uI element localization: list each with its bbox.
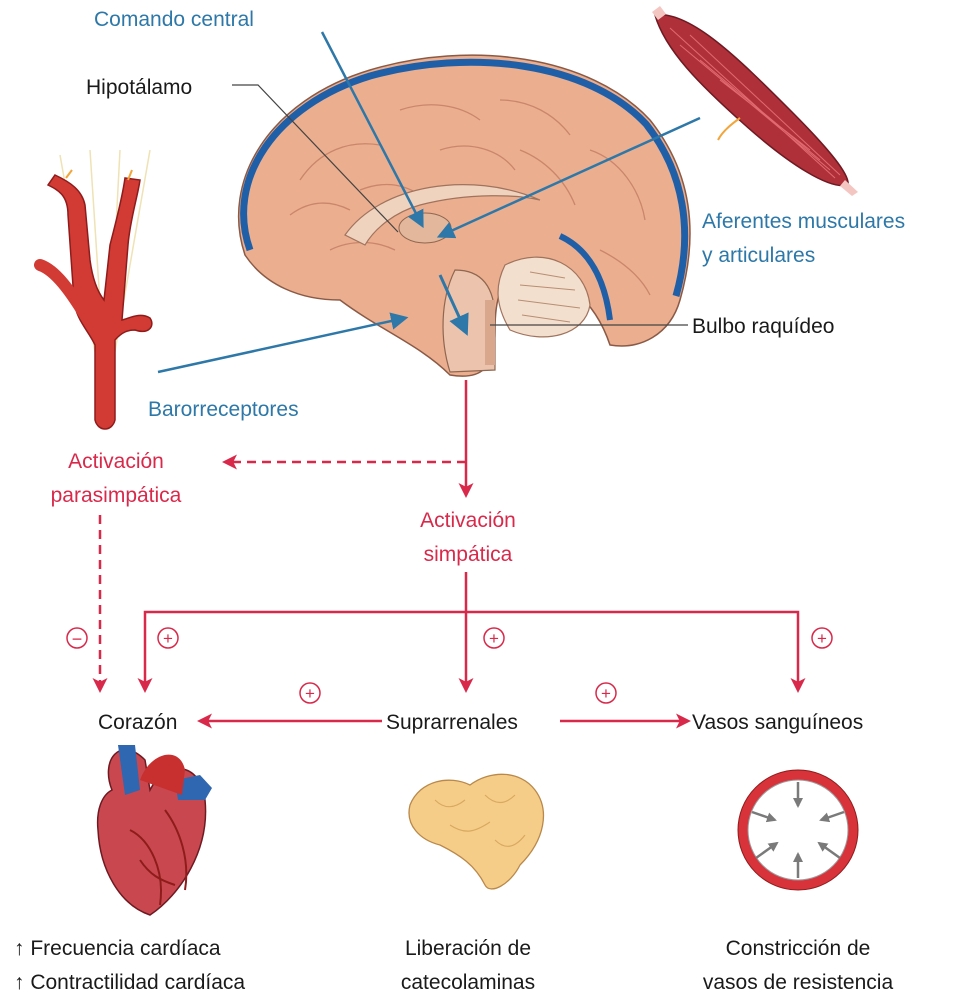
label-hipotalamo: Hipotálamo [86,76,192,99]
svg-text:+: + [489,629,499,648]
label-efecto-supra-1: Liberación de [405,937,531,960]
label-efecto-vasos-2: vasos de resistencia [703,971,894,994]
label-simpatica-2: simpática [424,543,513,566]
label-barorreceptores: Barorreceptores [148,398,299,421]
label-efecto-vasos-1: Constricción de [726,937,871,960]
svg-text:−: − [72,629,83,649]
blood-vessel-icon [738,770,858,890]
svg-text:+: + [305,684,315,703]
muscle-icon [652,6,858,196]
label-simpatica-1: Activación [420,509,516,532]
arrow-simpatica-corazon [145,612,466,690]
label-parasimpatica-1: Activación [68,450,164,473]
sign-plus-vasos: + [812,628,832,648]
sign-plus-corazon: + [158,628,178,648]
label-efecto-supra-2: catecolaminas [401,971,535,994]
arrow-barorreceptores [158,318,405,372]
sign-minus-parasimpatica: − [67,628,87,649]
arrow-simpatica-vasos [466,612,798,690]
sign-plus-supra-vasos: + [596,683,616,703]
sign-plus-suprarrenales: + [484,628,504,648]
svg-text:+: + [817,629,827,648]
label-corazon: Corazón [98,711,177,734]
label-aferentes-2: y articulares [702,244,815,267]
label-suprarrenales: Suprarrenales [386,711,518,734]
label-efecto-corazon-1: ↑ Frecuencia cardíaca [14,937,221,960]
heart-icon [98,745,212,915]
adrenal-gland-icon [409,774,543,889]
svg-text:+: + [163,629,173,648]
label-aferentes-1: Aferentes musculares [702,210,905,233]
label-vasos: Vasos sanguíneos [692,711,863,734]
label-comando-central: Comando central [94,8,254,31]
sign-plus-supra-corazon: + [300,683,320,703]
carotid-artery-icon [40,150,152,429]
label-efecto-corazon-2: ↑ Contractilidad cardíaca [14,971,245,994]
svg-text:+: + [601,684,611,703]
label-parasimpatica-2: parasimpática [51,484,182,507]
sign-badges: − + + + + + [67,628,832,703]
label-bulbo: Bulbo raquídeo [692,315,834,338]
